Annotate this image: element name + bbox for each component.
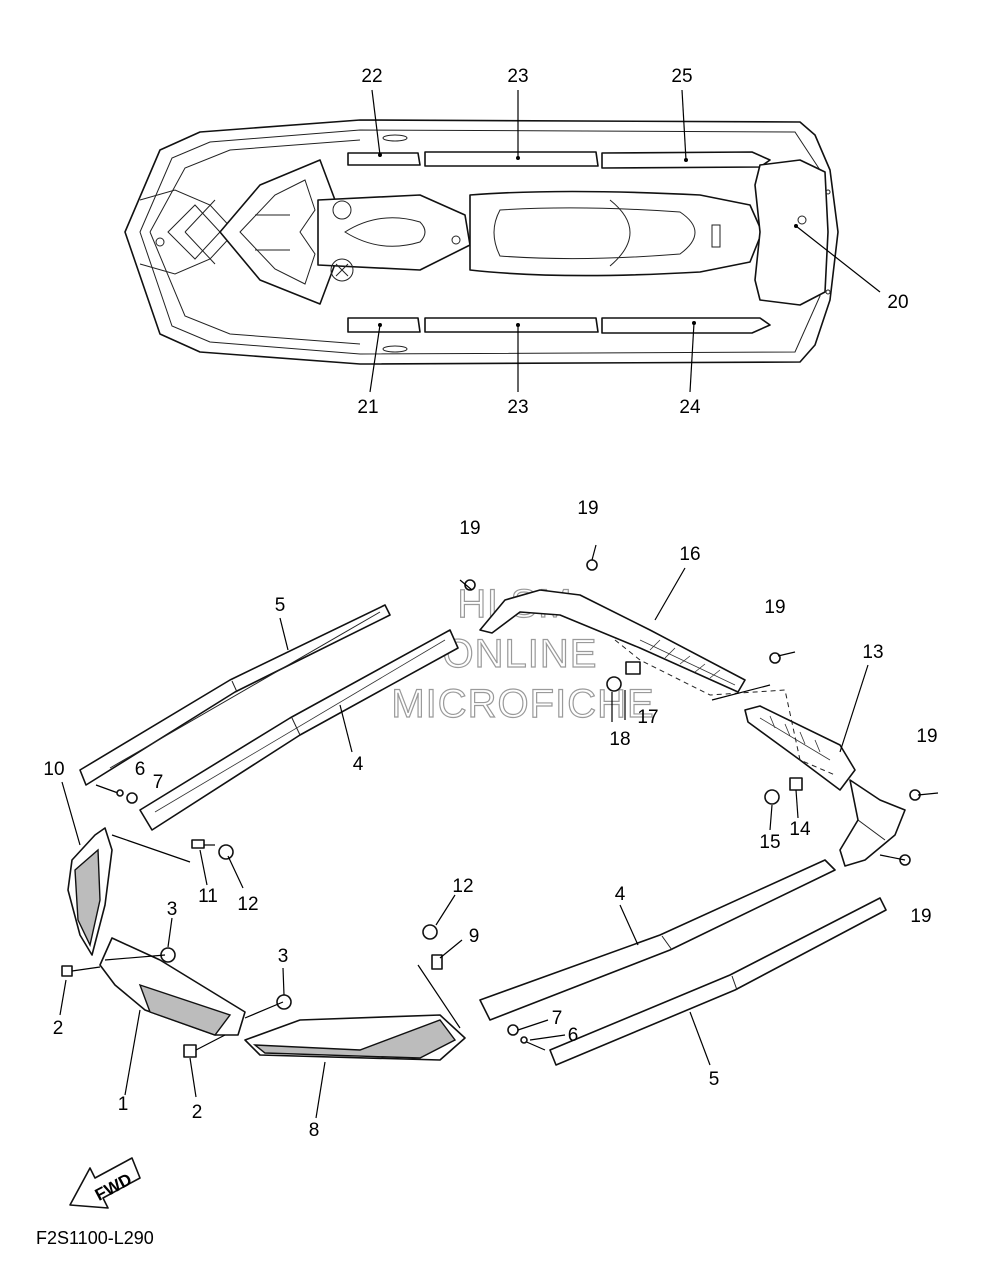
washer-7-a — [126, 792, 138, 804]
callout: 16 — [679, 544, 700, 565]
washer-7-b — [507, 1024, 519, 1036]
fwd-arrow-icon: FWD — [69, 1157, 141, 1209]
callout: 2 — [53, 1018, 64, 1039]
mat-mid-right — [424, 151, 599, 167]
rear-platform-mat — [754, 159, 829, 306]
callout: 19 — [916, 726, 937, 747]
top-leaders — [369, 89, 881, 393]
callout: 6 — [135, 759, 146, 780]
mat-front-right — [347, 152, 421, 166]
hull-top-view — [124, 119, 839, 365]
callout: 3 — [167, 899, 178, 920]
callout: 19 — [459, 518, 480, 539]
callout: 6 — [568, 1025, 579, 1046]
callout: 19 — [764, 597, 785, 618]
callout: 23 — [507, 397, 528, 418]
rivet-19-e — [879, 854, 911, 866]
part-13-rail — [744, 705, 906, 867]
callout: 24 — [679, 397, 701, 418]
callout: 10 — [43, 759, 64, 780]
callout: 4 — [615, 884, 626, 905]
nut-12-a — [218, 844, 234, 860]
part-5-lower-rail — [549, 897, 887, 1066]
callout: 17 — [637, 707, 658, 728]
callout: 4 — [353, 754, 364, 775]
callout: 5 — [709, 1069, 720, 1090]
mat-rear-left — [601, 317, 771, 334]
rivet-19-a — [459, 579, 476, 591]
part-4-upper-rail — [139, 629, 459, 831]
nut-3-b — [276, 994, 292, 1010]
bolt-6-b — [520, 1036, 546, 1051]
callout: 22 — [361, 66, 382, 87]
washer-12-b — [422, 924, 438, 940]
part-5-upper-rail — [79, 604, 391, 786]
fasteners — [61, 544, 939, 1058]
mat-front-left — [347, 317, 421, 333]
callout: 12 — [237, 894, 258, 915]
callout: 25 — [671, 66, 692, 87]
mat-mid-left — [424, 317, 599, 333]
callout: 7 — [552, 1008, 563, 1029]
callout: 19 — [910, 906, 931, 927]
part-8-bumper — [244, 1014, 466, 1061]
callout: 20 — [887, 292, 908, 313]
nut-15 — [764, 789, 780, 805]
clip-17 — [625, 661, 641, 675]
callout: 1 — [118, 1094, 129, 1115]
bolt-9 — [431, 954, 443, 970]
callout: 18 — [609, 729, 630, 750]
bolt-6-a — [95, 784, 124, 797]
callout: 7 — [153, 772, 164, 793]
watermark-line-2: ONLINE — [443, 632, 598, 676]
rivet-19-b — [586, 544, 598, 571]
callout: 8 — [309, 1120, 320, 1141]
clip-14 — [789, 777, 803, 791]
callout: 14 — [789, 819, 811, 840]
part-1-bumper — [99, 937, 246, 1036]
exploded-leaders — [59, 567, 869, 1119]
part-4-lower-rail — [479, 859, 836, 1021]
assembly-lines — [104, 639, 836, 1029]
callout: 2 — [192, 1102, 203, 1123]
callout: 19 — [577, 498, 598, 519]
callout: 23 — [507, 66, 528, 87]
rivet-19-c — [769, 651, 796, 664]
bolt-11 — [191, 839, 215, 849]
part-10-bracket — [67, 827, 113, 956]
callout: 21 — [357, 397, 378, 418]
callout-labels: 22 23 25 20 21 23 24 19 19 16 19 13 19 1… — [43, 66, 937, 1141]
part-16-rail — [479, 589, 746, 693]
nut-18 — [606, 676, 622, 692]
callout: 5 — [275, 595, 286, 616]
rivet-19-d — [909, 789, 939, 801]
callout: 15 — [759, 832, 780, 853]
diagram-code: F2S1100-L290 — [36, 1228, 154, 1248]
bolt-2-b — [183, 1034, 226, 1058]
bolt-2-a — [61, 965, 101, 977]
callout: 13 — [862, 642, 883, 663]
callout: 11 — [198, 886, 218, 907]
callout: 12 — [452, 876, 473, 897]
callout: 9 — [469, 926, 480, 947]
callout: 3 — [278, 946, 289, 967]
